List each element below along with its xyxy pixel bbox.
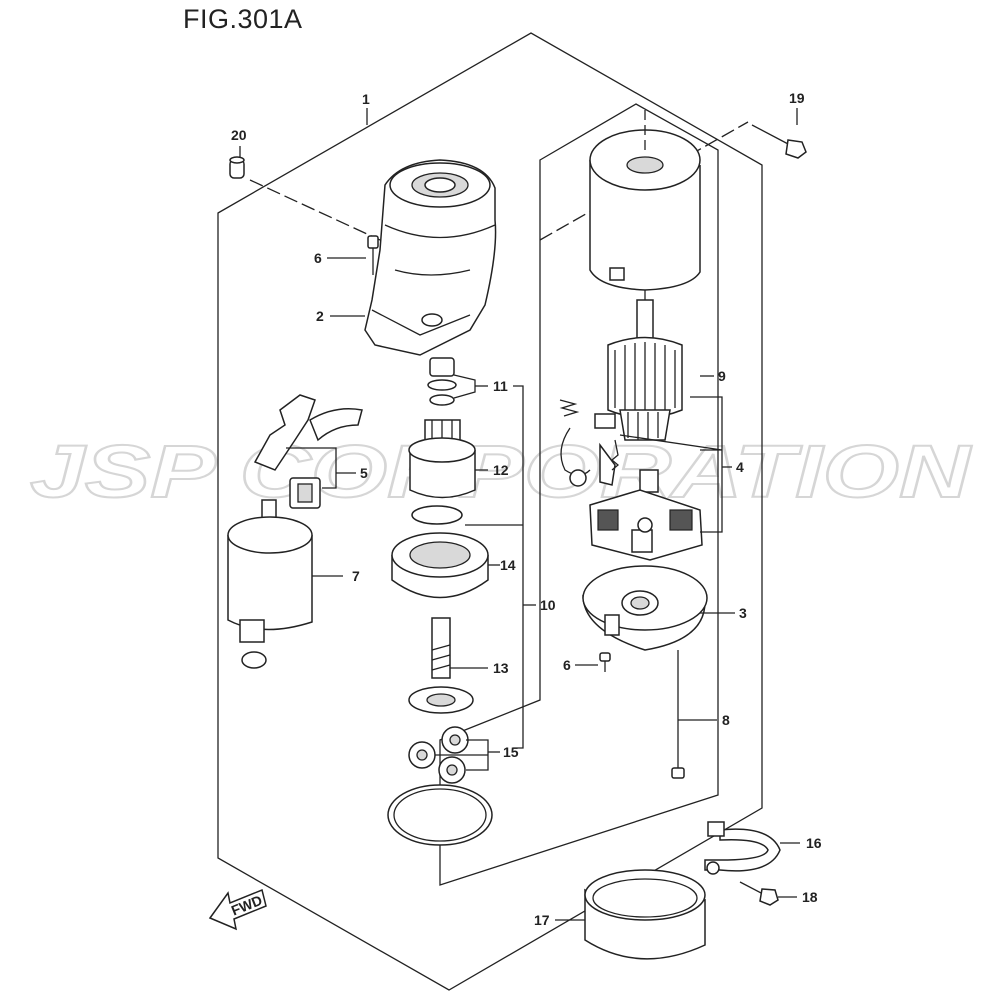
part-19-bolt <box>751 124 807 159</box>
callout-19: 19 <box>789 90 805 106</box>
part-12-pinion-clutch <box>408 419 476 499</box>
callout-20: 20 <box>231 127 247 143</box>
callout-16: 16 <box>806 835 822 851</box>
part-6-screw-lower <box>599 652 611 672</box>
callout-14: 14 <box>500 557 516 573</box>
watermark-text: JSP CORPORATION <box>30 430 972 513</box>
fwd-arrow: FWD <box>208 888 267 931</box>
callout-15: 15 <box>503 744 519 760</box>
part-5-lever-set <box>253 394 363 509</box>
part-16-band <box>704 821 781 875</box>
callout-17: 17 <box>534 912 550 928</box>
seal-ring <box>387 784 493 846</box>
part-18-bolt <box>739 881 779 906</box>
assembly-outline-1 <box>217 32 763 991</box>
part-11-cap-and-seals <box>427 357 457 406</box>
callout-11: 11 <box>493 378 508 394</box>
part-7-solenoid <box>227 499 313 669</box>
callout-8: 8 <box>722 712 730 728</box>
callout-6-lower: 6 <box>563 657 571 673</box>
part-15-planet-gears <box>408 726 469 784</box>
yoke-housing <box>589 129 701 291</box>
part-8-through-bolt <box>671 650 685 779</box>
figure-title: FIG.301A <box>183 4 303 34</box>
part-17-cover <box>584 869 706 960</box>
part-3-end-cover <box>582 565 708 651</box>
part-9-armature <box>607 299 683 441</box>
part-20-dowel-pin <box>229 156 245 179</box>
callout-6-upper: 6 <box>314 250 322 266</box>
part-14-internal-gear <box>391 505 489 599</box>
leader-lines <box>239 108 800 921</box>
part-13-planetary-shaft <box>408 617 474 714</box>
callout-10: 10 <box>540 597 556 613</box>
callout-3: 3 <box>739 605 747 621</box>
callout-4: 4 <box>736 459 744 475</box>
callout-5: 5 <box>360 465 368 481</box>
part-6-bolt-upper <box>367 235 379 275</box>
callout-13: 13 <box>493 660 509 676</box>
part-2-front-housing <box>364 159 497 356</box>
callout-2: 2 <box>316 308 324 324</box>
callout-18: 18 <box>802 889 818 905</box>
callout-9: 9 <box>718 368 726 384</box>
callout-7: 7 <box>352 568 360 584</box>
part-4-brush-holder <box>559 399 703 561</box>
callout-1: 1 <box>362 91 370 107</box>
callout-12: 12 <box>493 462 509 478</box>
